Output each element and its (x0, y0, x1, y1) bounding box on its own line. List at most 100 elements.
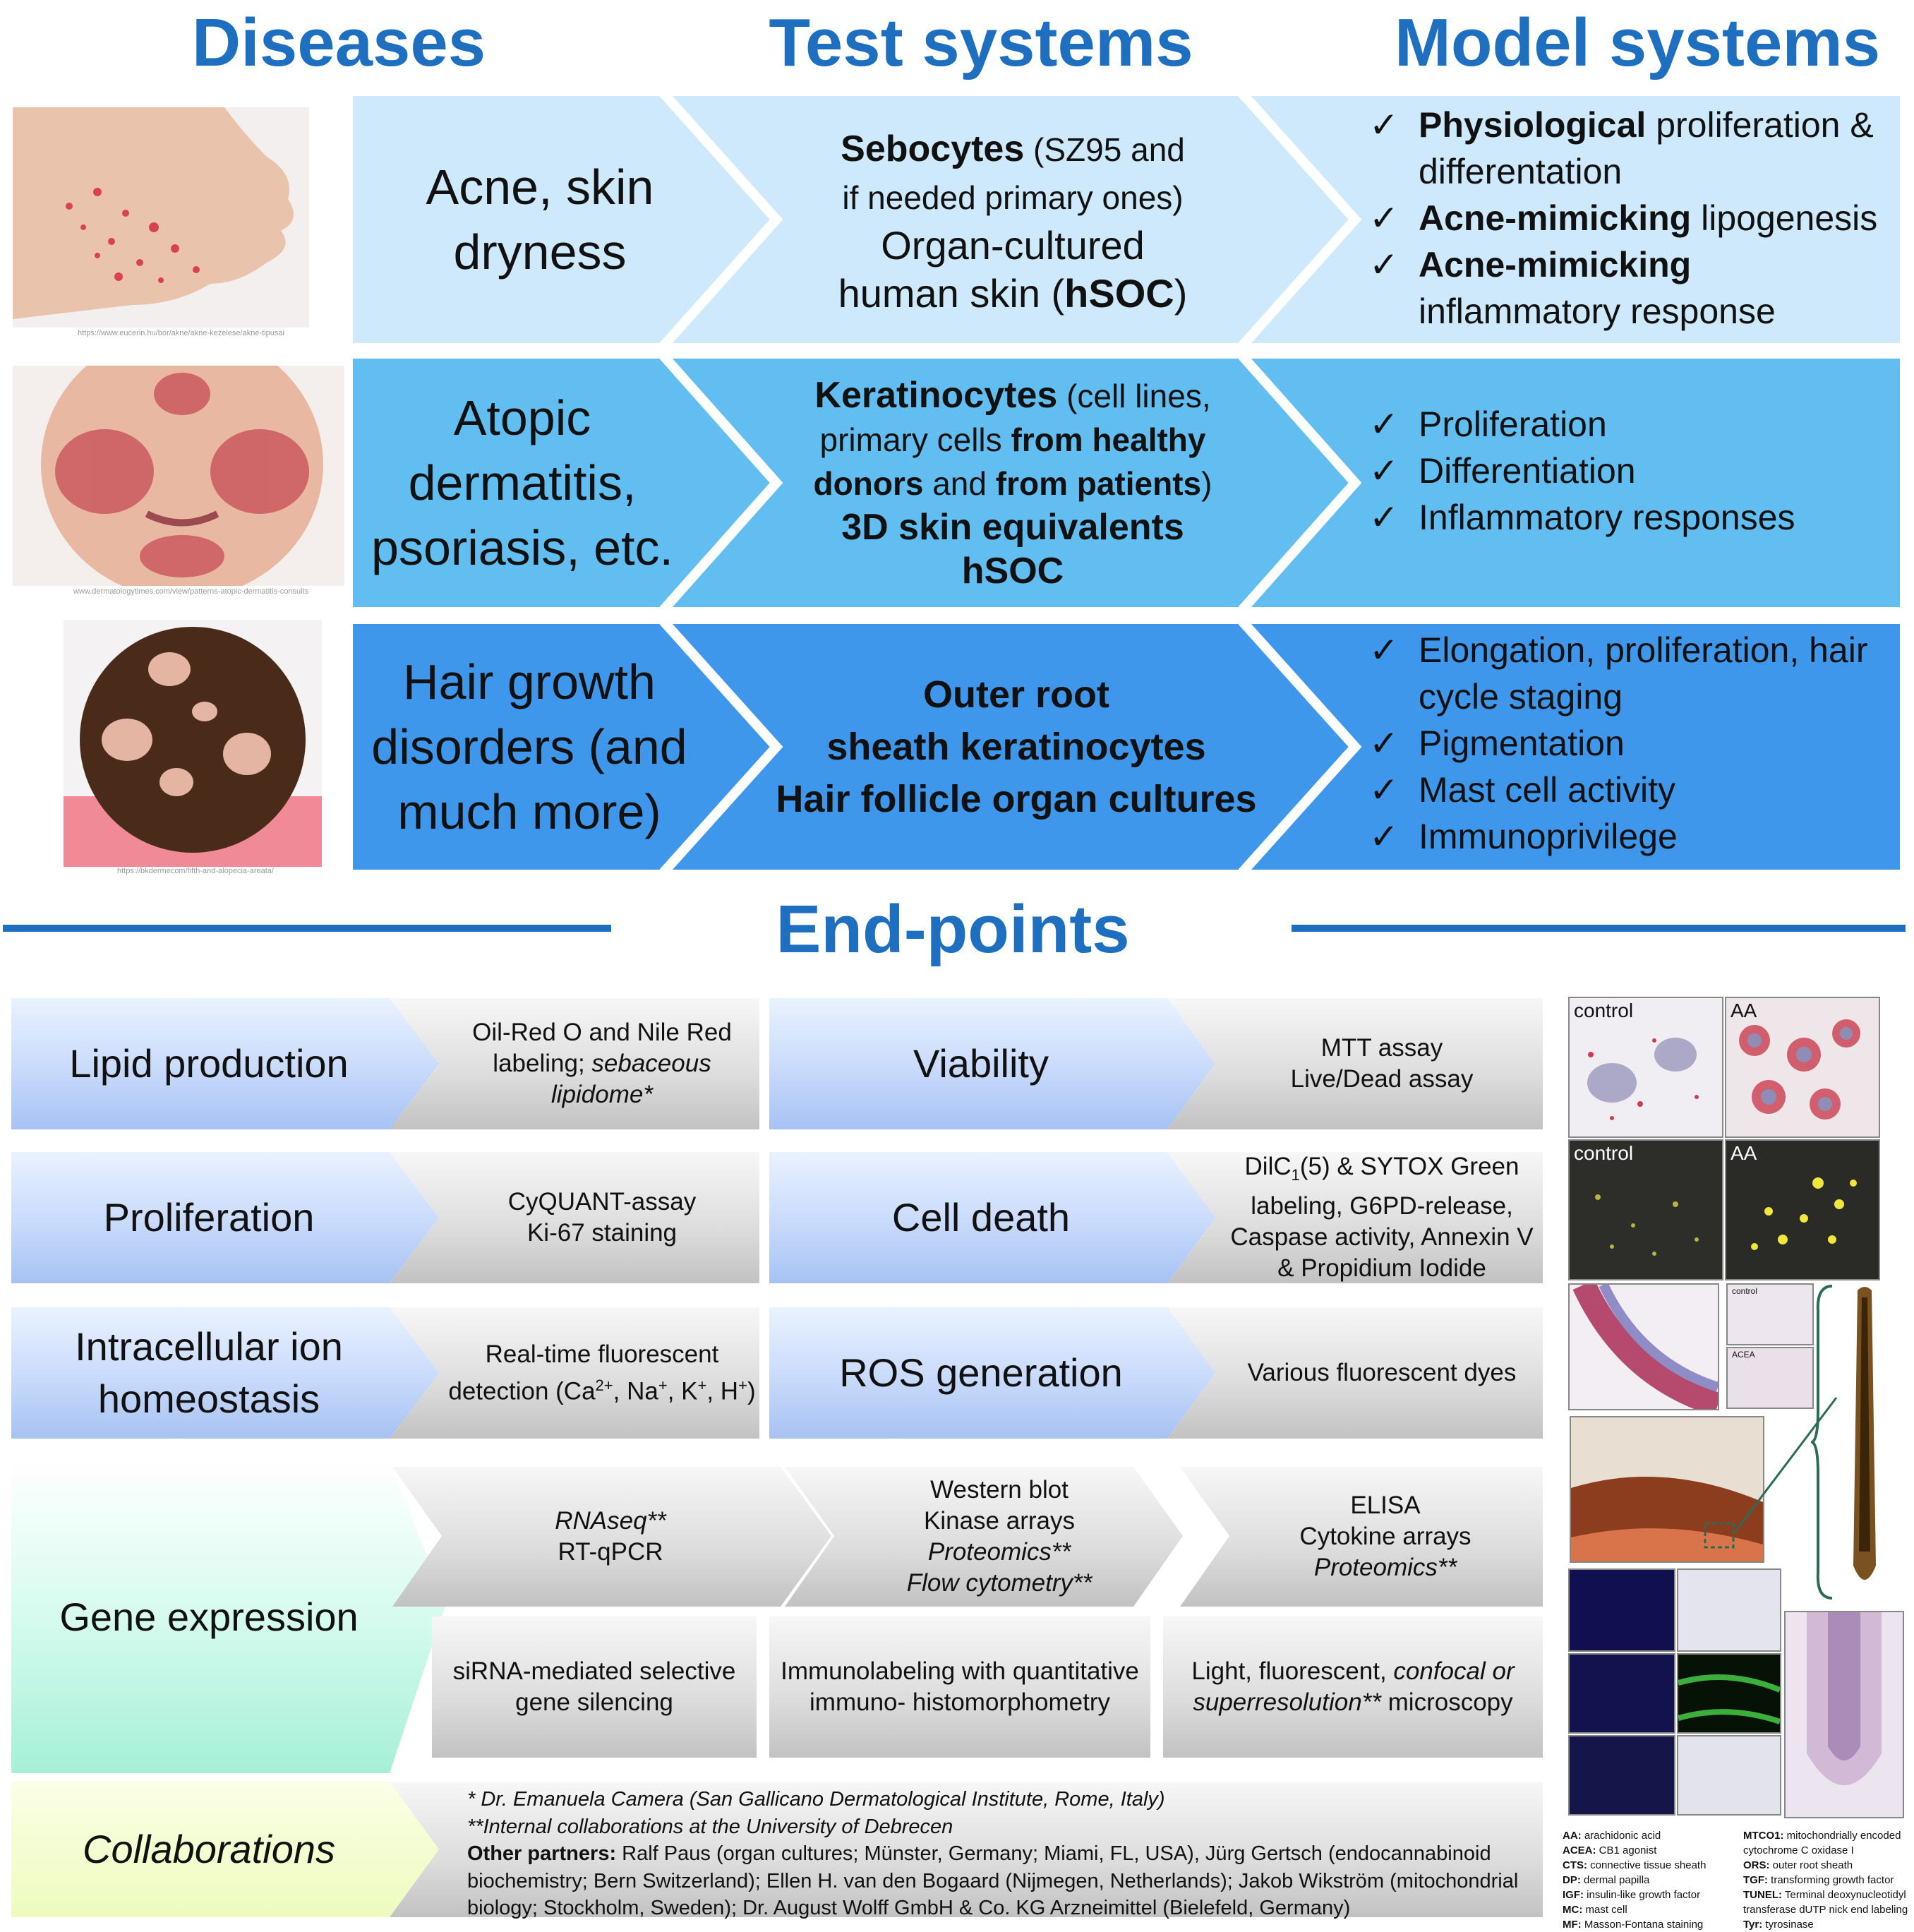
sep-r3-a (659, 618, 783, 875)
row1-model: ✓ Physiological proliferation & different… (1369, 102, 1891, 335)
hair-follicle-image (1836, 1283, 1893, 1600)
ion-h-sup: + (738, 1376, 747, 1394)
ion-end: ) (747, 1377, 756, 1405)
row1-model-3-b: Acne-mimicking (1419, 198, 1692, 238)
micro-label-aa-1: AA (1731, 1000, 1757, 1021)
sep-r3-b (1238, 618, 1362, 875)
ion-k-sup: + (697, 1376, 707, 1394)
lipid-detail-l3: lipidome* (551, 1081, 653, 1108)
acne-photo (13, 107, 309, 328)
row1-model-5: inflammatory response (1419, 292, 1776, 331)
abbr-l3-k: DP: (1563, 1874, 1581, 1886)
ion-label: Intracellular ion homeostasis (11, 1307, 407, 1439)
gene-b2-l2: Kinase arrays (924, 1507, 1075, 1535)
gene-b1-l2: RT-qPCR (558, 1538, 663, 1566)
collab-arrow (11, 1782, 439, 1917)
micrograph-control-oilred: control (1568, 997, 1723, 1138)
check-icon: ✓ (1369, 498, 1399, 537)
row1-model-2: differentation (1419, 152, 1623, 191)
cell-death-arrow (769, 1152, 1215, 1283)
abbr-l2-k: CTS: (1563, 1859, 1587, 1871)
abbreviations-left: AA: arachidonic acid ACEA: CB1 agonist C… (1563, 1828, 1725, 1932)
proliferation-detail: CyQUANT-assay Ki-67 staining (445, 1152, 759, 1283)
dermatitis-photo (13, 366, 344, 586)
proliferation-detail-l2: Ki-67 staining (526, 1219, 678, 1247)
check-icon: ✓ (1369, 817, 1399, 856)
abbr-r6-k: Tyr: (1743, 1919, 1763, 1931)
ion-label-l2: homeostasis (97, 1376, 320, 1421)
micrograph-skin-organ-illustration (1571, 1417, 1763, 1561)
abbr-l6-v: Masson-Fontana staining (1581, 1919, 1704, 1931)
ros-label: ROS generation (839, 1350, 1123, 1395)
row2-test-keratinocytes: Keratinocytes (814, 374, 1058, 416)
abbr-l1-k: ACEA: (1563, 1844, 1596, 1856)
endpoints-rule-left (3, 925, 611, 932)
row3-test-l3: Hair follicle organ cultures (776, 778, 1257, 820)
row2-disease-l1: Atopic (453, 390, 591, 445)
check-icon: ✓ (1369, 105, 1399, 145)
row2-band (353, 359, 1900, 607)
collab-l3: Ralf Paus (organ cultures; Münster, Germ… (616, 1842, 1491, 1865)
row2-test-l3-b2: from patients (995, 464, 1202, 502)
cell-death-label: Cell death (891, 1195, 1071, 1240)
micro-label-acea: ACEA (1732, 1350, 1755, 1360)
gene-b4-l2: gene silencing (515, 1688, 673, 1716)
gene-b6-l2-n: microscopy (1380, 1688, 1513, 1716)
row2-test-l3-n: and (923, 464, 996, 502)
gene-b6-l1-n: Light, fluorescent, (1191, 1657, 1394, 1685)
row1-test-l3: Organ-cultured (881, 222, 1145, 268)
row2-test-l3-e: ) (1201, 464, 1212, 502)
ion-detail-box (390, 1307, 759, 1439)
cell-death-l1b: (5) & SYTOX Green (1299, 1153, 1519, 1180)
abbr-r6-v: tyrosinase (1762, 1919, 1814, 1931)
abbr-r0-k: MTCO1: (1743, 1830, 1784, 1842)
viability-detail-l2: Live/Dead assay (1290, 1065, 1474, 1093)
row1-test-l1-rest: (SZ95 and (1024, 131, 1185, 168)
lipid-arrow (11, 998, 439, 1129)
abbr-l0-v: arachidonic acid (1581, 1830, 1661, 1842)
row1-test-l4-end: ) (1174, 270, 1188, 316)
collab-box (390, 1782, 1543, 1917)
gene-box-1 (392, 1467, 831, 1607)
abbr-r1-v: cytochrome C oxidase I (1743, 1844, 1854, 1856)
gene-b2-l3: Proteomics** (927, 1538, 1071, 1566)
row1-model-1-b: Physiological (1419, 105, 1647, 145)
row1-model-1-n: proliferation & (1646, 105, 1874, 145)
lipid-detail-l1: Oil-Red O and Nile Red (472, 1019, 732, 1046)
gene-arrow (11, 1461, 446, 1773)
micro-label-aa-2: AA (1731, 1142, 1757, 1164)
gene-label: Gene expression (59, 1595, 359, 1639)
ion-detail-l2: detection (Ca (448, 1377, 596, 1405)
abbr-l6-k: MF: (1563, 1919, 1582, 1931)
viability-label: Viability (913, 1041, 1049, 1086)
row3-model-4: Mast cell activity (1419, 770, 1675, 810)
gene-b3-l1: ELISA (1350, 1492, 1421, 1519)
gene-box-3 (1180, 1467, 1543, 1607)
row1-test: Sebocytes (SZ95 and if needed primary on… (748, 106, 1277, 336)
row1-disease-l1: Acne, skin (426, 160, 654, 215)
row3-band (353, 624, 1900, 870)
micro-label-control-2: control (1574, 1142, 1634, 1164)
micrograph-cells-b (1739, 1019, 1860, 1120)
zoom-connector (1735, 1397, 1838, 1531)
collab-l5: biology; Stockholm, Sweden); Dr. August … (467, 1897, 1351, 1919)
micrograph-aa-nilered: AA (1725, 1139, 1880, 1280)
check-icon: ✓ (1369, 451, 1399, 491)
cell-death-l4: & Propidium Iodide (1277, 1254, 1486, 1282)
gene-box-4 (432, 1616, 757, 1758)
endpoints-title: End-points (776, 892, 1130, 967)
row3-model-3: Pigmentation (1419, 724, 1625, 763)
micrograph-tgf (1677, 1653, 1781, 1734)
dermatitis-photo-source: www.dermatologytimes.com/view/patterns-a… (73, 587, 309, 596)
gene-b6-l2-i: superresolution** (1193, 1688, 1381, 1716)
row1-band (353, 96, 1900, 343)
row2-model-2: Differentiation (1419, 451, 1636, 491)
row1-test-l4-a: human skin ( (838, 270, 1065, 316)
row2-disease-l2: dermatitis, (408, 455, 637, 510)
header-model-systems: Model systems (1394, 5, 1881, 80)
micrograph-acea-section: ACEA (1726, 1347, 1814, 1409)
cell-death-l2: labeling, G6PD-release, (1251, 1192, 1513, 1220)
micrograph-fluo-a (1595, 1194, 1699, 1256)
row2-model-3: Inflammatory responses (1419, 498, 1795, 537)
dermatitis-face-illustration (13, 366, 344, 586)
